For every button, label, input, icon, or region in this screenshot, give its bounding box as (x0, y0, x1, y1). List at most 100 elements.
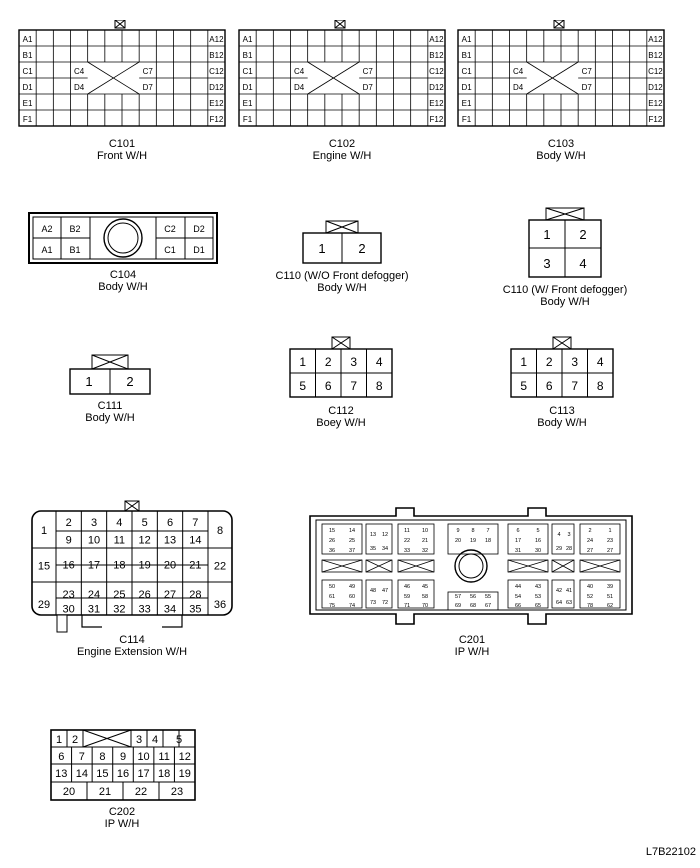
c202-wh: IP W/H (104, 818, 140, 830)
c110-wo-pin: 1 (318, 241, 325, 256)
c101-pin: C7 (143, 67, 154, 76)
c201-pin: 12 (382, 532, 388, 538)
c201-pin: 78 (587, 603, 593, 609)
c103-pin: C12 (648, 67, 663, 76)
c201-pin: 63 (566, 600, 572, 606)
c114-pin: 24 (88, 589, 100, 601)
c201-pin: 39 (607, 584, 613, 590)
c101-pin: B1 (23, 51, 33, 60)
c110-w-id: C110 (W/ Front defogger) (502, 284, 628, 296)
c112-pin: 8 (376, 379, 383, 393)
c201-pin: 37 (349, 548, 355, 554)
c103-pin: D4 (513, 83, 524, 92)
c114-pin: 12 (139, 535, 151, 547)
c201-pin: 56 (470, 594, 476, 600)
c201-pin: 49 (349, 584, 355, 590)
c114-id: C114 (119, 634, 145, 646)
c101-pin: F1 (23, 115, 33, 124)
connector-c111: 1 2 (69, 354, 151, 395)
c102-pin: C4 (294, 67, 305, 76)
c114-pin: 13 (164, 535, 176, 547)
c201-pin: 53 (535, 594, 541, 600)
c201-pin: 28 (566, 546, 572, 552)
c112-pin: 2 (325, 355, 332, 369)
c114-pin: 33 (139, 604, 151, 616)
c114-pin: 31 (88, 604, 100, 616)
c201-pin: 34 (382, 546, 388, 552)
c104-pin: B1 (69, 245, 80, 255)
c104-pin: C1 (164, 245, 176, 255)
c201-pin: 59 (404, 594, 410, 600)
c201-pin: 31 (515, 548, 521, 554)
connector-c104: A2 B2 A1 B1 C2 D2 C1 D1 (28, 212, 218, 264)
c103-pin: F12 (649, 115, 663, 124)
c103-pin: D12 (648, 83, 663, 92)
c202-pin: 7 (79, 751, 85, 763)
c201-pin: 7 (486, 528, 489, 534)
c114-pin: 23 (63, 589, 75, 601)
c112-wh: Boey W/H (316, 417, 366, 429)
c110-w-caption: C110 (W/ Front defogger) Body W/H (485, 284, 645, 308)
c113-pin: 8 (597, 379, 604, 393)
c114-pin: 7 (192, 517, 198, 529)
c114-pin: 22 (214, 561, 226, 573)
c201-pin: 58 (422, 594, 428, 600)
c202-pin: 16 (117, 768, 129, 780)
c202-pin: 20 (63, 786, 75, 798)
c202-pin: 17 (137, 768, 149, 780)
c201-pin: 18 (485, 538, 491, 544)
c201-pin: 70 (422, 603, 428, 609)
c101-caption: C101 Front W/H (72, 138, 172, 162)
c201-pin: 69 (455, 603, 461, 609)
c101-pin: D7 (143, 83, 154, 92)
c103-pin: A1 (462, 35, 472, 44)
c201-pin: 14 (349, 528, 355, 534)
c114-pin: 27 (164, 589, 176, 601)
c114-pin: 36 (214, 599, 226, 611)
c201-pin: 4 (557, 532, 560, 538)
c104-wh: Body W/H (98, 281, 148, 293)
c102-pin: D12 (429, 83, 444, 92)
c201-caption: C201 IP W/H (422, 634, 522, 658)
c101-wh: Front W/H (96, 150, 148, 162)
c201-pin: 43 (535, 584, 541, 590)
c201-pin: 57 (455, 594, 461, 600)
connector-c110-w: 1 2 3 4 (528, 207, 602, 278)
c101-pin: C4 (74, 67, 85, 76)
c102-pin: B1 (243, 51, 253, 60)
c201-pin: 75 (329, 603, 335, 609)
c103-pin: F1 (462, 115, 472, 124)
c113-pin: 5 (520, 379, 527, 393)
c202-pin: 4 (152, 734, 158, 746)
c101-pin: D4 (74, 83, 85, 92)
c111-caption: C111 Body W/H (60, 400, 160, 424)
c103-caption: C103 Body W/H (511, 138, 611, 162)
c114-pin: 8 (217, 525, 223, 537)
c201-pin: 30 (535, 548, 541, 554)
c201-pin: 66 (515, 603, 521, 609)
c114-pin: 9 (66, 535, 72, 547)
c201-pin: 24 (587, 538, 593, 544)
c201-pin: 29 (556, 546, 562, 552)
c110-w-pin: 3 (543, 256, 550, 271)
c202-pin: 12 (179, 751, 191, 763)
c201-pin: 21 (422, 538, 428, 544)
c202-pin: 18 (158, 768, 170, 780)
c102-id: C102 (328, 138, 356, 150)
c114-pin: 17 (88, 560, 100, 572)
c202-pin: 19 (179, 768, 191, 780)
c102-pin: B12 (429, 51, 444, 60)
c114-pin: 32 (113, 604, 125, 616)
c202-pin: 23 (171, 786, 183, 798)
c114-pin: 30 (63, 604, 75, 616)
c103-pin: A12 (648, 35, 663, 44)
c201-pin: 20 (455, 538, 461, 544)
reference-code: L7B22102 (645, 846, 696, 858)
